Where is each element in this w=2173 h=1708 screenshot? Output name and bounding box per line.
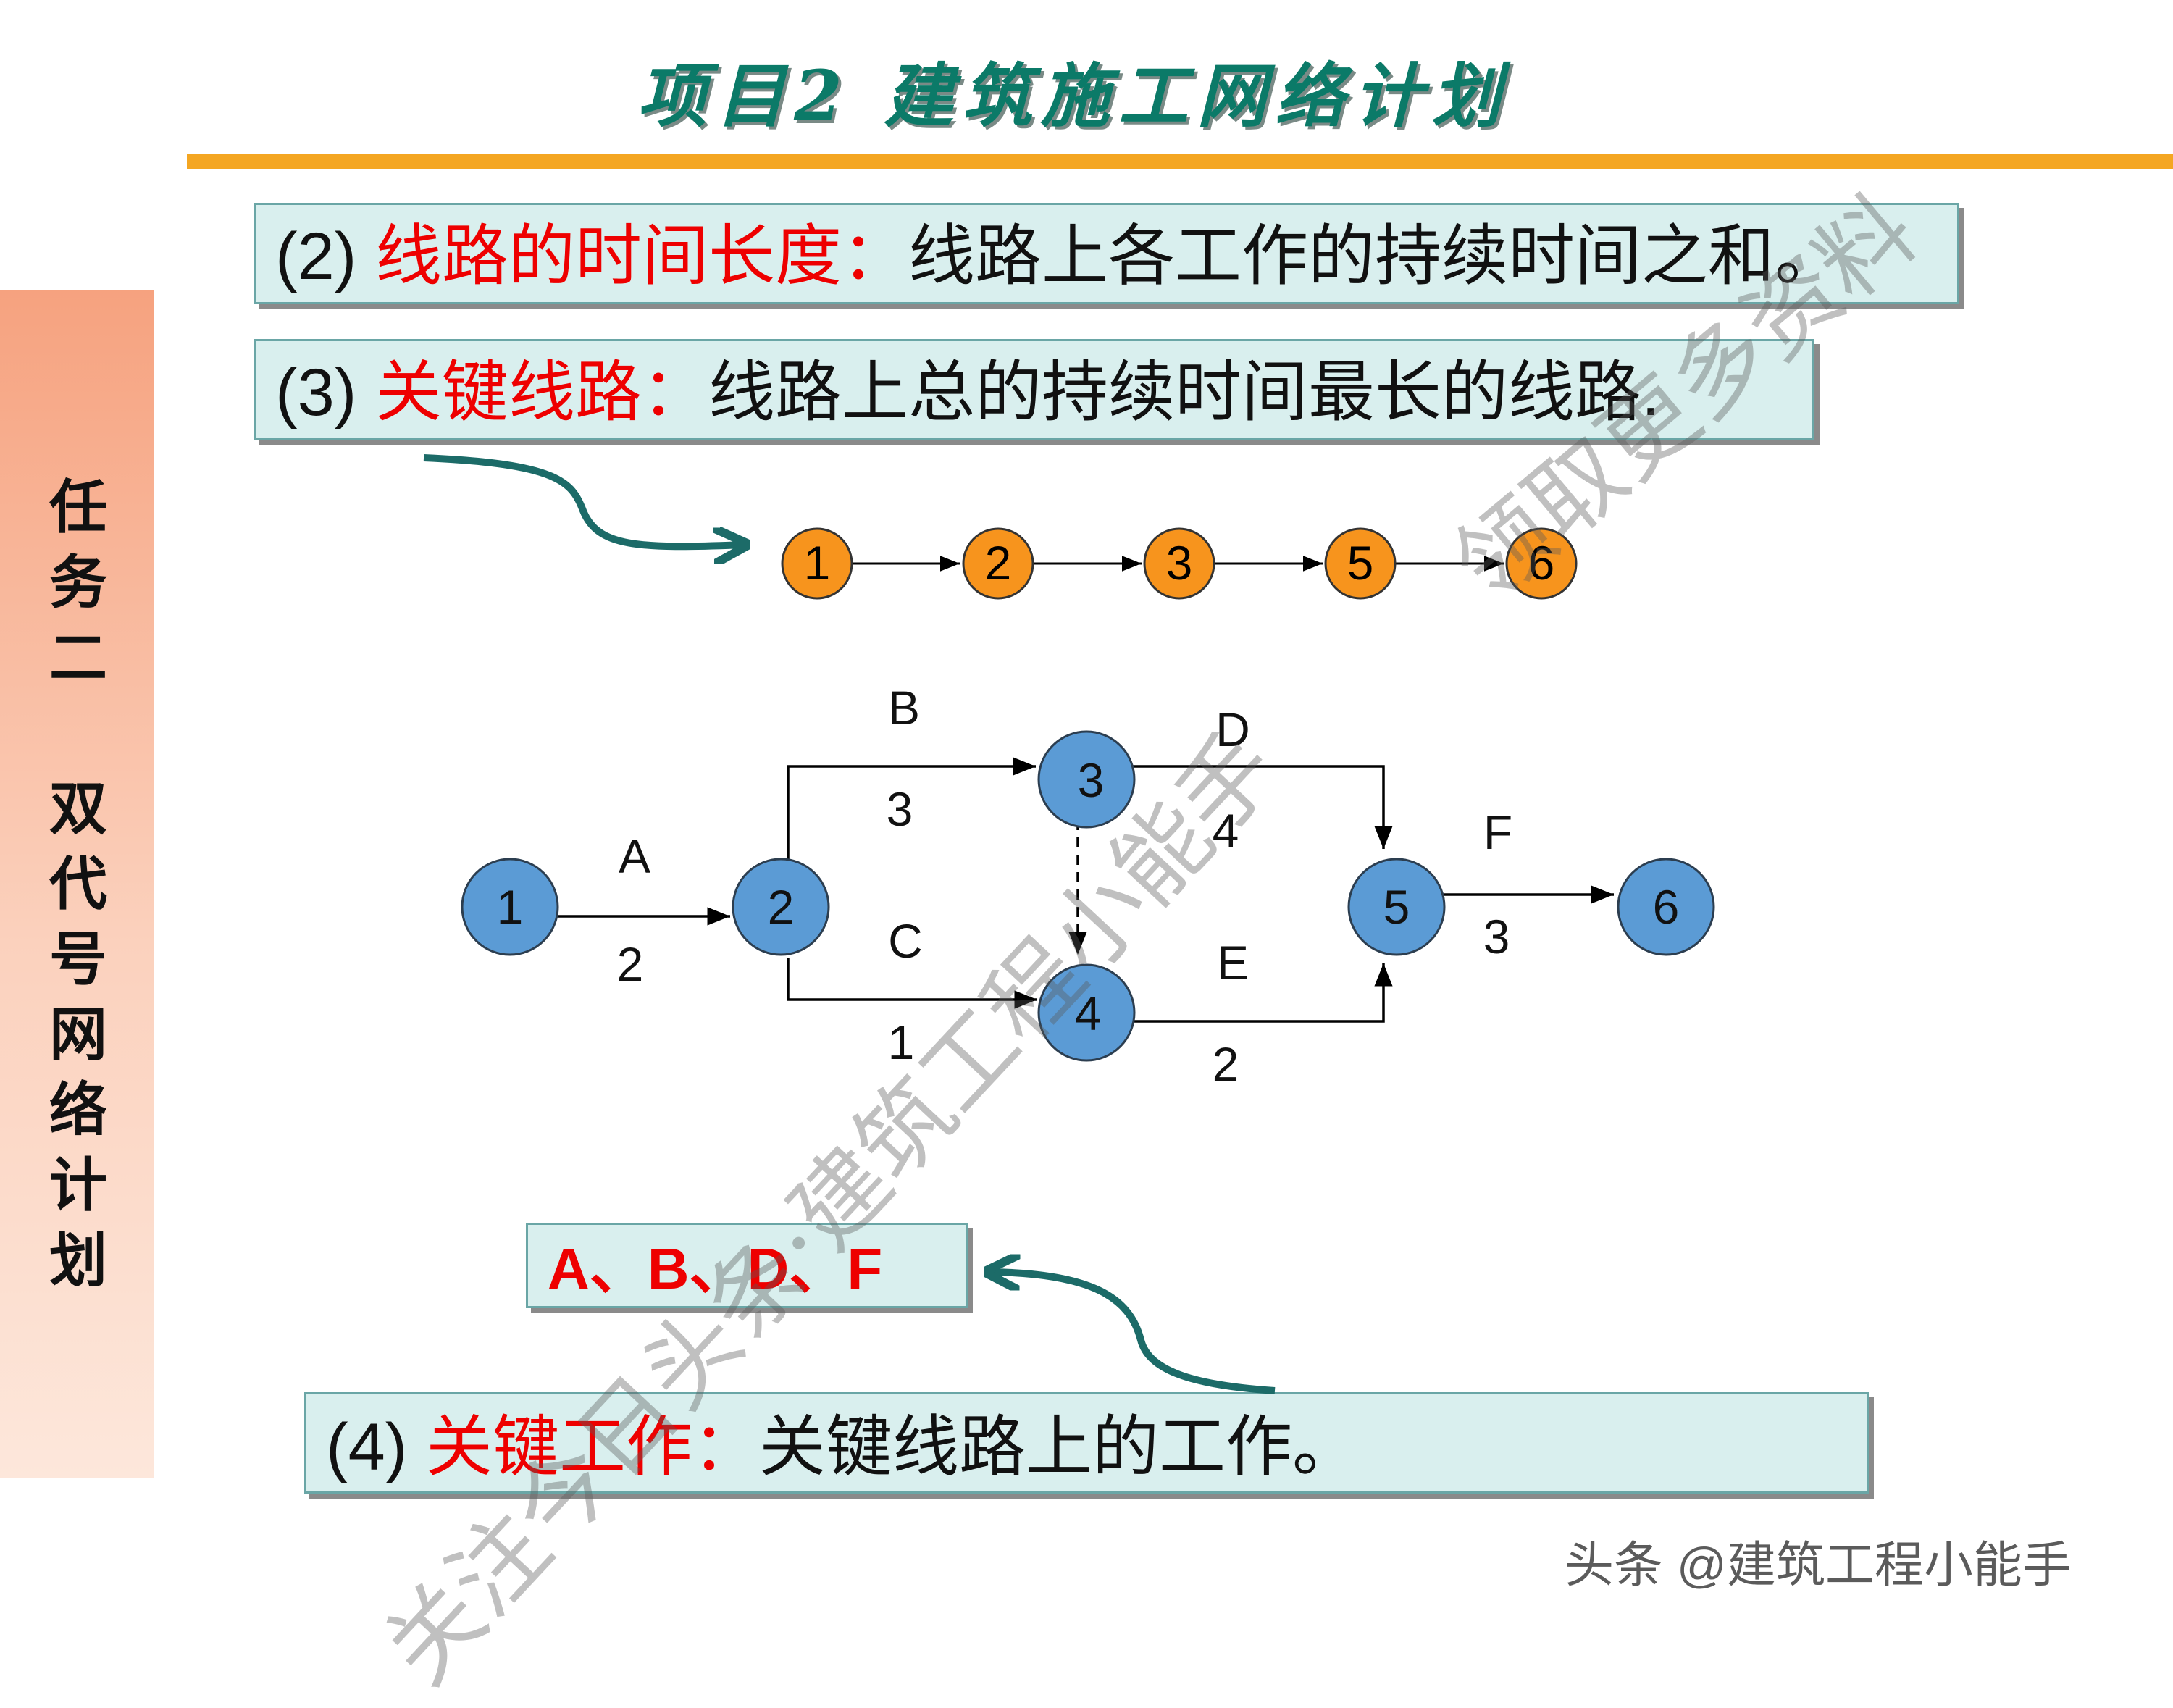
definition-term: 关键工作： bbox=[426, 1410, 760, 1484]
network-node bbox=[1617, 858, 1715, 956]
edge-c bbox=[787, 958, 1037, 1009]
network-node-label: 6 bbox=[1653, 880, 1680, 934]
sidebar-char: 代 bbox=[49, 850, 107, 918]
definition-term: 关键线路： bbox=[375, 356, 709, 430]
activity-duration: 3 bbox=[1483, 910, 1510, 963]
critical-path-node bbox=[781, 527, 853, 600]
network-edges bbox=[556, 757, 1614, 1023]
critical-path-node-label: 2 bbox=[985, 536, 1012, 590]
definition-box-2 bbox=[254, 203, 1959, 304]
activity-name: C bbox=[888, 914, 923, 968]
network-nodes bbox=[461, 730, 1715, 1062]
pointer-arrow bbox=[423, 454, 742, 546]
definition-term: 线路的时间长度： bbox=[375, 219, 909, 293]
sidebar-char: 双 bbox=[49, 774, 107, 842]
sidebar-char: 任 bbox=[49, 473, 107, 541]
definition-number: (3) bbox=[275, 356, 375, 430]
critical-path-node-label: 1 bbox=[804, 536, 831, 590]
pointer-arrow bbox=[991, 1272, 1276, 1394]
sidebar-panel bbox=[0, 290, 154, 1478]
network-node bbox=[461, 858, 559, 956]
network-node-label: 2 bbox=[768, 880, 795, 934]
activity-duration: 4 bbox=[1213, 804, 1239, 858]
activity-duration: 2 bbox=[1213, 1037, 1239, 1091]
edge-b bbox=[787, 757, 1036, 873]
activity-name: F bbox=[1483, 805, 1512, 859]
network-diagram: 1 2 3 5 6 1 2 3 4 5 6 A 2 B 3 C 1 bbox=[423, 454, 1715, 1394]
page-title: 项目2 建筑施工网络计划 bbox=[637, 55, 1510, 137]
network-node-label: 5 bbox=[1383, 880, 1410, 934]
critical-path-node bbox=[962, 527, 1034, 600]
critical-path-node-label: 3 bbox=[1166, 536, 1193, 590]
network-node bbox=[732, 858, 830, 956]
sidebar-title: 任 务 二 双 代 号 网 络 计 划 bbox=[35, 469, 122, 1298]
network-node bbox=[1347, 858, 1446, 956]
activity-name: D bbox=[1215, 703, 1250, 756]
critical-path-node bbox=[1143, 527, 1215, 600]
activity-name: A bbox=[619, 829, 650, 883]
critical-path-chain: 1 2 3 5 6 bbox=[781, 527, 1578, 600]
definition-desc: 线路上各工作的持续时间之和。 bbox=[908, 219, 1842, 293]
definition-box-3 bbox=[254, 339, 1814, 440]
network-node bbox=[1037, 730, 1136, 829]
definition-desc: 线路上总的持续时间最长的线路. bbox=[708, 356, 1660, 430]
header-divider bbox=[187, 154, 2173, 169]
sidebar-char: 二 bbox=[49, 624, 107, 692]
sidebar-char: 务 bbox=[49, 548, 107, 616]
critical-path-node bbox=[1505, 527, 1578, 600]
definition-2-text: (2) 线路的时间长度：线路上各工作的持续时间之和。 bbox=[275, 223, 1841, 290]
network-node bbox=[1037, 963, 1136, 1062]
critical-path-answer: A、B、D、F bbox=[548, 1236, 883, 1301]
definition-desc: 关键线路上的工作。 bbox=[759, 1410, 1360, 1484]
sidebar-char: 络 bbox=[49, 1076, 107, 1144]
definition-number: (4) bbox=[326, 1410, 426, 1484]
definition-3-text: (3) 关键线路：线路上总的持续时间最长的线路. bbox=[275, 359, 1660, 426]
network-node-label: 4 bbox=[1075, 987, 1102, 1040]
activity-duration: 1 bbox=[888, 1016, 915, 1069]
sidebar-char: 网 bbox=[49, 1000, 107, 1068]
activity-duration: 2 bbox=[617, 937, 644, 991]
critical-path-answer-box bbox=[526, 1223, 968, 1308]
definition-number: (2) bbox=[275, 219, 375, 293]
network-node-label: 3 bbox=[1078, 753, 1105, 807]
network-node-label: 1 bbox=[497, 880, 524, 934]
activity-duration: 3 bbox=[887, 782, 913, 836]
activity-name: B bbox=[888, 681, 920, 734]
sidebar-char: 计 bbox=[49, 1151, 107, 1219]
definition-box-4 bbox=[304, 1392, 1869, 1494]
activity-name: E bbox=[1217, 936, 1249, 989]
edge-d bbox=[1119, 765, 1393, 849]
definition-4-text: (4) 关键工作：关键线路上的工作。 bbox=[326, 1414, 1359, 1481]
footer-watermark: 头条 @建筑工程小能手 bbox=[1565, 1538, 2072, 1593]
critical-path-node-label: 6 bbox=[1528, 536, 1555, 590]
sidebar-char: 划 bbox=[49, 1226, 107, 1294]
edge-e bbox=[1119, 963, 1393, 1023]
critical-path-node bbox=[1324, 527, 1397, 600]
critical-path-node-label: 5 bbox=[1347, 536, 1374, 590]
sidebar-char: 号 bbox=[49, 925, 107, 993]
